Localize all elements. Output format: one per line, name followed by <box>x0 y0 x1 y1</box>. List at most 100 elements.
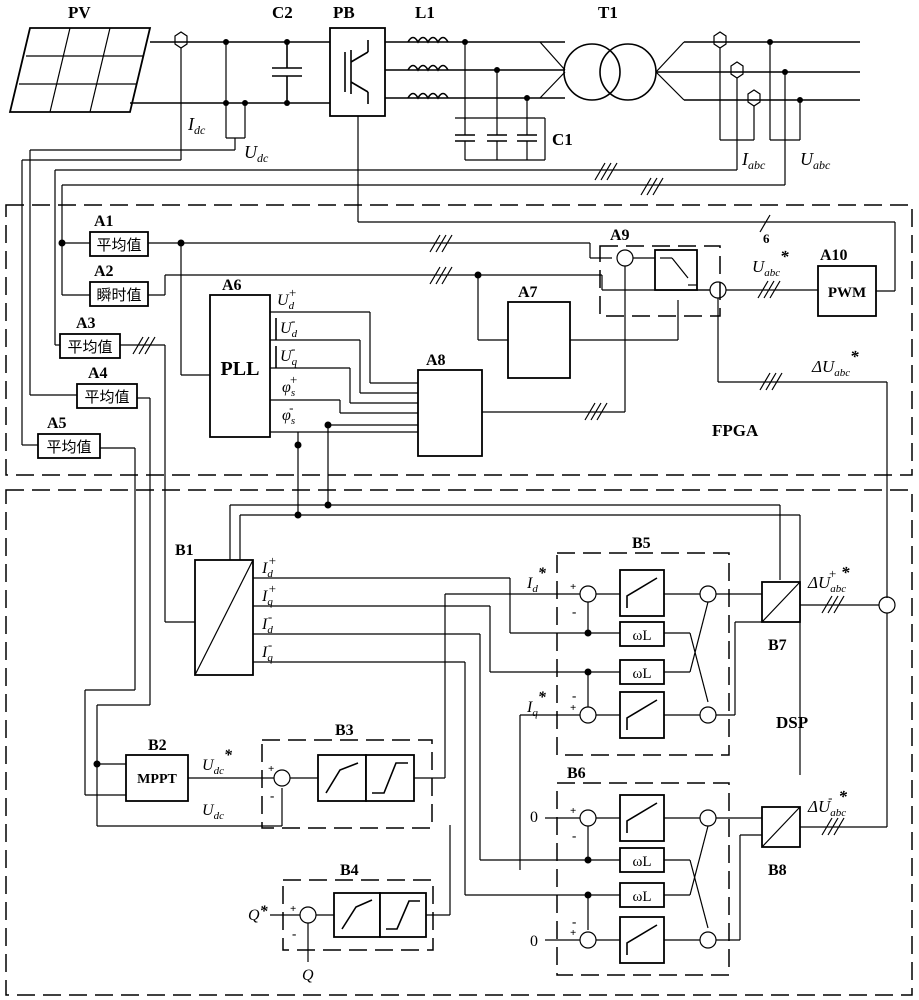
delta-uabc-label: ΔUabc* <box>811 347 859 379</box>
dsp-label: DSP <box>776 713 808 732</box>
a10-text: PWM <box>828 285 866 301</box>
a2-block <box>89 281 149 307</box>
pb-bridge <box>329 27 386 117</box>
b5-pi-d-icon <box>619 569 665 617</box>
delta-uabc-plus-label: ΔUabc+* <box>807 563 850 595</box>
b2-mppt-block <box>125 754 189 802</box>
b6-omegal-q-text: ωL <box>632 889 651 905</box>
svg-text:-: - <box>572 914 576 929</box>
a2-text: 瞬时值 <box>96 286 141 304</box>
b6-block <box>556 782 730 976</box>
uabc-star-label: Uabc* <box>752 247 789 279</box>
udc-top-label: Udc <box>244 142 269 165</box>
c1-label: C1 <box>552 130 573 149</box>
a9-output-sum <box>709 281 727 299</box>
iq-star-label: Iq* <box>526 689 547 719</box>
b2-text: MPPT <box>137 772 177 787</box>
a2-id: A2 <box>94 263 114 280</box>
b4-id: B4 <box>340 862 359 879</box>
uabc-label: Uabc <box>800 149 831 172</box>
pll-uq-minus: Uq- <box>280 341 298 368</box>
iabc-label: Iabc <box>741 149 766 172</box>
b7-id: B7 <box>768 637 787 654</box>
pll-ud-plus: Ud+ <box>277 285 297 312</box>
delta-uabc-minus-label: ΔUabc-* <box>807 787 848 819</box>
b8-id: B8 <box>768 862 787 879</box>
b2-id: B2 <box>148 737 167 754</box>
b5-pi-q-icon <box>619 691 665 739</box>
idc-label: Idc <box>187 114 206 137</box>
a4-text: 平均值 <box>84 388 129 406</box>
a4-block <box>76 383 138 409</box>
b1-id-plus: Id+ <box>261 553 277 580</box>
a5-text: 平均值 <box>46 438 91 456</box>
a3-id: A3 <box>76 315 96 332</box>
b6-omegal-d-text: ωL <box>632 854 651 870</box>
c1-capacitor-bank <box>455 42 546 161</box>
b1-id-minus: Id- <box>261 609 273 636</box>
l1-inductor <box>407 36 449 100</box>
a1-id: A1 <box>94 213 114 230</box>
current-sensor-icon <box>174 31 188 49</box>
q-star-label: Q* <box>248 903 269 924</box>
b4-pi-icon <box>333 892 381 938</box>
svg-text:+: + <box>570 805 576 817</box>
svg-text:+: + <box>290 903 296 915</box>
b6-id: B6 <box>567 765 586 782</box>
l1-label: L1 <box>415 3 435 22</box>
a5-id: A5 <box>47 415 67 432</box>
b3-pi-icon <box>317 754 367 802</box>
a6-text: PLL <box>221 358 260 380</box>
a9-sum-junction <box>616 249 634 267</box>
fpga-region <box>5 204 913 476</box>
a8-id: A8 <box>426 352 446 369</box>
a6-pll-block <box>209 294 271 438</box>
dsp-region <box>5 489 913 996</box>
a7-block <box>507 301 571 379</box>
udc-star-label: Udc* <box>202 747 233 777</box>
b3-id: B3 <box>335 722 354 739</box>
a10-id: A10 <box>820 247 848 264</box>
b5-omegal-d-text: ωL <box>632 628 651 644</box>
svg-text:-: - <box>270 788 274 803</box>
a9-block <box>599 245 721 317</box>
b3-block <box>261 739 433 829</box>
b1-iq-minus: Iq- <box>261 637 273 664</box>
pll-phi-plus: φs+ <box>282 372 298 399</box>
svg-text:-: - <box>292 926 296 941</box>
b5-block <box>556 552 730 756</box>
a6-id: A6 <box>222 277 242 294</box>
b5-id: B5 <box>632 535 651 552</box>
b1-id: B1 <box>175 542 194 559</box>
b6-zero-q: 0 <box>530 933 538 950</box>
t1-transformer <box>563 43 657 101</box>
c2-label: C2 <box>272 3 293 22</box>
b1-iq-plus: Iq+ <box>261 581 277 608</box>
udc-dsp-label: Udc <box>202 802 224 822</box>
b5-omegal-q-text: ωL <box>632 666 651 682</box>
a4-id: A4 <box>88 365 108 382</box>
fpga-label: FPGA <box>712 421 759 440</box>
svg-text:+: + <box>570 927 576 939</box>
igbt-icon <box>344 40 369 104</box>
q-label: Q <box>302 967 314 984</box>
svg-text:-: - <box>572 828 576 843</box>
a7-id: A7 <box>518 284 538 301</box>
a5-block <box>37 433 101 459</box>
svg-text:+: + <box>570 581 576 593</box>
a3-block <box>59 333 121 359</box>
a3-text: 平均值 <box>67 338 112 356</box>
a9-selector-switch <box>654 249 698 291</box>
svg-text:+: + <box>570 702 576 714</box>
svg-text:+: + <box>268 763 274 775</box>
a1-block <box>89 231 149 257</box>
b5-omegal-d <box>619 621 665 647</box>
pll-phi-minus: φs- <box>282 400 295 427</box>
svg-text:-: - <box>572 604 576 619</box>
pll-ud-minus: Ud- <box>280 313 298 340</box>
six-label: 6 <box>763 231 770 246</box>
t1-label: T1 <box>598 3 618 22</box>
b6-pi-q-icon <box>619 916 665 964</box>
a8-block <box>417 369 483 457</box>
